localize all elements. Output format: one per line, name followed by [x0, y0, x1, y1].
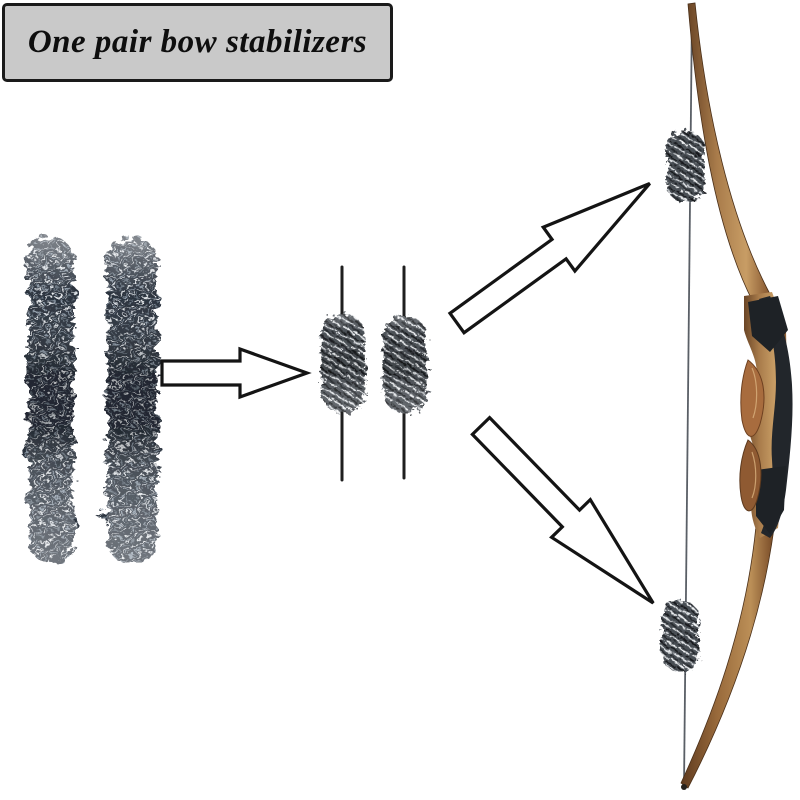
riser-wood-highlight: [751, 367, 758, 499]
installed-silencer-upper: [667, 131, 704, 202]
rolled-silencer-right: [383, 316, 427, 413]
bow-tip-nock: [681, 784, 687, 790]
page-title: One pair bow stabilizers: [27, 24, 368, 60]
installed-silencer-lower: [662, 601, 699, 672]
right-arrow-icon: [160, 346, 312, 400]
title-box: One pair bow stabilizers: [2, 3, 393, 82]
rolled-silencer-left: [321, 314, 365, 413]
riser-sight-window-wood: [740, 359, 765, 437]
down-right-arrow-icon: [470, 415, 655, 605]
fur-strip-left: [22, 237, 81, 563]
riser-upper-limb-pocket: [748, 296, 788, 352]
riser-lower-limb-pocket: [756, 466, 786, 534]
riser-grip-wood: [739, 439, 762, 512]
rolled-silencers: [321, 265, 427, 482]
bow-riser: [739, 292, 793, 538]
up-right-arrow-icon: [447, 181, 652, 335]
fur-strip-right: [98, 237, 165, 564]
bow-lower-limb: [680, 525, 775, 789]
fur-strip-pair: [22, 237, 165, 564]
recurve-bow: [662, 2, 793, 790]
